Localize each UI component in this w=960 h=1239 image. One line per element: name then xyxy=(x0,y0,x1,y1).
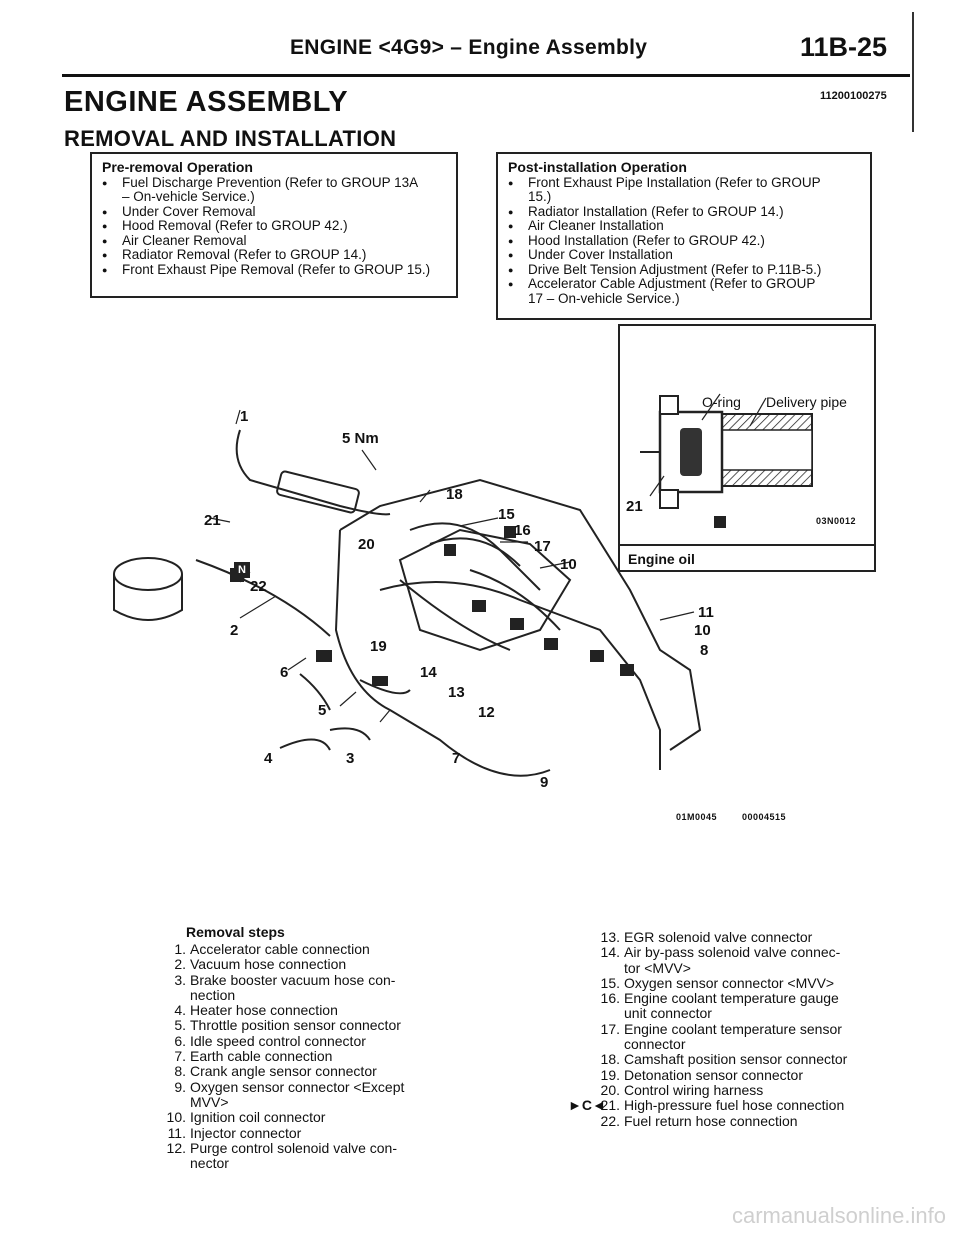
removal-steps-right: 13.EGR solenoid valve connector 14.Air b… xyxy=(594,929,914,1129)
callout-15: 15 xyxy=(498,506,515,523)
callout-17: 17 xyxy=(534,538,551,555)
removal-step: 13.EGR solenoid valve connector xyxy=(600,929,813,945)
callout-20: 20 xyxy=(358,536,375,553)
callout-6: 6 xyxy=(280,664,289,681)
removal-step: 22.Fuel return hose connection xyxy=(600,1112,798,1129)
page-number: 11B-25 xyxy=(800,32,888,62)
post-installation-item: Drive Belt Tension Adjustment (Refer to … xyxy=(508,262,860,278)
post-installation-title: Post-installation Operation xyxy=(508,159,687,175)
removal-step: 3.Brake booster vacuum hose con- xyxy=(174,971,396,988)
callout-10-b: 10 xyxy=(694,622,711,639)
figure-code-1: 01M0045 xyxy=(676,812,718,822)
removal-step: 17.Engine coolant temperature sensor xyxy=(600,1020,842,1037)
removal-step: tor <MVV> xyxy=(624,959,691,976)
callout-12: 12 xyxy=(478,704,495,721)
callout-4: 4 xyxy=(264,750,273,767)
header-rule xyxy=(62,74,910,77)
watermark: carmanualsonline.info xyxy=(731,1203,946,1228)
callout-7: 7 xyxy=(452,750,461,767)
post-installation-item: Under Cover Installation xyxy=(508,247,860,263)
post-installation-box: Post-installation Operation Front Exhaus… xyxy=(496,152,872,320)
post-installation-item: Front Exhaust Pipe Installation (Refer t… xyxy=(508,175,860,191)
removal-step: 18.Camshaft position sensor connector xyxy=(600,1051,848,1068)
section-subheading: REMOVAL AND INSTALLATION xyxy=(64,126,397,151)
removal-step: nection xyxy=(190,986,236,1003)
inset-divider xyxy=(620,544,874,546)
callout-8: 8 xyxy=(700,642,709,659)
removal-step: connector xyxy=(624,1036,686,1053)
n-badge: N xyxy=(234,562,250,578)
removal-step: MVV> xyxy=(190,1093,229,1110)
removal-step: 8.Crank angle sensor connector xyxy=(174,1063,377,1080)
callout-3: 3 xyxy=(346,750,355,767)
removal-step: 10.Ignition coil connector xyxy=(166,1109,326,1126)
removal-step: unit connector xyxy=(624,1005,712,1022)
delivery-pipe-illustration xyxy=(640,393,813,528)
removal-step: 5.Throttle position sensor connector xyxy=(174,1017,401,1034)
section-header-title: ENGINE <4G9> – Engine Assembly xyxy=(290,36,648,59)
engine-assembly-diagram xyxy=(113,409,702,777)
post-installation-item: Hood Installation (Refer to GROUP 42.) xyxy=(508,233,860,249)
callout-16: 16 xyxy=(514,522,531,539)
removal-steps-left: 1.Accelerator cable connection 2.Vacuum … xyxy=(160,941,480,1172)
o-ring-label: O-ring xyxy=(702,394,741,410)
pre-removal-item: Fuel Discharge Prevention (Refer to GROU… xyxy=(102,175,446,191)
pre-removal-item: Radiator Removal (Refer to GROUP 14.) xyxy=(102,247,446,263)
pre-removal-item: Under Cover Removal xyxy=(102,204,446,220)
post-installation-item: Radiator Installation (Refer to GROUP 14… xyxy=(508,204,860,220)
removal-step: 15.Oxygen sensor connector <MVV> xyxy=(600,974,835,991)
post-installation-item: 15.) xyxy=(528,189,552,204)
removal-step: 7.Earth cable connection xyxy=(174,1048,333,1065)
pre-removal-item: – On-vehicle Service.) xyxy=(122,189,255,204)
fuel-hose-detail-inset: O-ring Delivery pipe 21 03N0012 Engine o… xyxy=(618,324,876,572)
callout-21-inset: 21 xyxy=(626,498,643,515)
document-number: 11200100275 xyxy=(820,90,887,102)
removal-step: 9.Oxygen sensor connector <Except xyxy=(174,1078,405,1095)
pre-removal-item: Hood Removal (Refer to GROUP 42.) xyxy=(102,218,446,234)
removal-step: 16.Engine coolant temperature gauge xyxy=(600,990,839,1007)
callout-19: 19 xyxy=(370,638,387,655)
removal-step: 2.Vacuum hose connection xyxy=(174,956,347,973)
removal-steps-title: Removal steps xyxy=(186,924,285,940)
removal-step: 21.High-pressure fuel hose connection xyxy=(600,1097,845,1114)
callout-13: 13 xyxy=(448,684,465,701)
callout-2: 2 xyxy=(230,622,239,639)
callout-21: 21 xyxy=(204,512,221,529)
removal-step: 6.Idle speed control connector xyxy=(174,1032,366,1049)
page-heading: ENGINE ASSEMBLY xyxy=(64,86,349,118)
callout-9: 9 xyxy=(540,774,549,791)
post-installation-item: Air Cleaner Installation xyxy=(508,218,860,234)
removal-step: 12.Purge control solenoid valve con- xyxy=(166,1139,398,1156)
callout-14: 14 xyxy=(420,664,437,681)
removal-step: 11.Injector connector xyxy=(167,1124,302,1141)
torque-label: 5 Nm xyxy=(342,430,379,447)
post-installation-item: 17 – On-vehicle Service.) xyxy=(528,290,680,306)
callout-1: 1 xyxy=(240,408,249,425)
engine-oil-label: Engine oil xyxy=(628,551,695,567)
removal-step: 4.Heater hose connection xyxy=(174,1002,338,1019)
pre-removal-title: Pre-removal Operation xyxy=(102,159,253,175)
post-installation-item: Accelerator Cable Adjustment (Refer to G… xyxy=(508,276,860,292)
service-point-marker: ►C◄ xyxy=(568,1097,606,1113)
removal-step: 14.Air by-pass solenoid valve connec- xyxy=(600,944,841,961)
pre-removal-item: Air Cleaner Removal xyxy=(102,233,446,249)
callout-11: 11 xyxy=(698,604,714,621)
callout-5: 5 xyxy=(318,702,327,719)
removal-step: 20.Control wiring harness xyxy=(600,1081,764,1098)
removal-step: 19.Detonation sensor connector xyxy=(600,1066,803,1083)
callout-22: 22 xyxy=(250,578,267,595)
pre-removal-box: Pre-removal Operation Fuel Discharge Pre… xyxy=(90,152,458,298)
removal-step: 1.Accelerator cable connection xyxy=(174,941,370,957)
figure-code-2: 00004515 xyxy=(742,812,787,822)
inset-figure-code: 03N0012 xyxy=(816,516,857,526)
delivery-pipe-label: Delivery pipe xyxy=(766,394,847,410)
callout-18: 18 xyxy=(446,486,463,503)
pre-removal-item: Front Exhaust Pipe Removal (Refer to GRO… xyxy=(102,262,446,278)
callout-10: 10 xyxy=(560,556,577,573)
removal-step: nector xyxy=(190,1155,229,1172)
margin-bar xyxy=(912,12,914,132)
